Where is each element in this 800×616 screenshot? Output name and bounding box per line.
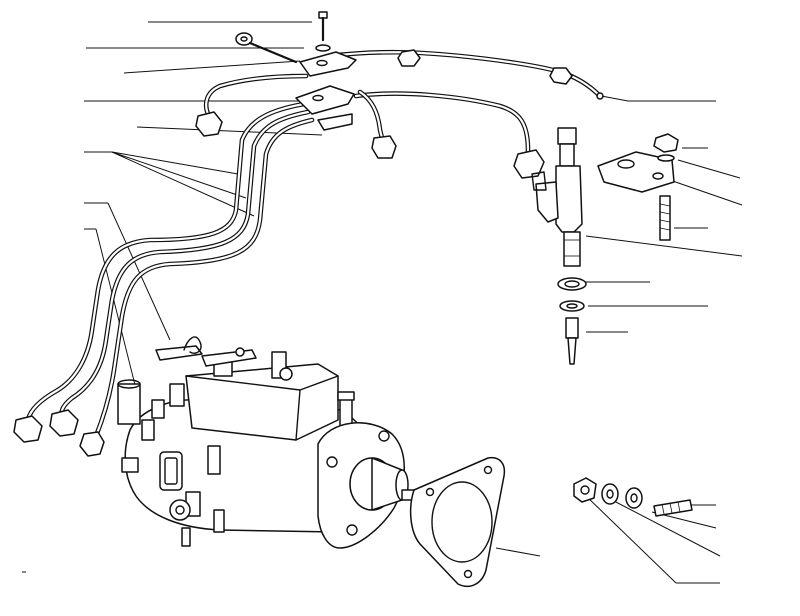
pump-head [185, 363, 339, 441]
callout-leader-5 [136, 126, 323, 136]
clamp-bolt [315, 11, 331, 52]
mounting-hardware [573, 477, 693, 517]
callout-leader-12 [663, 177, 743, 206]
callout-leader-14 [585, 235, 743, 257]
callout-leader-18 [495, 547, 541, 557]
callout-leader-6c [111, 151, 255, 217]
callout-leader-11 [677, 159, 741, 179]
clamp-nut [653, 133, 679, 153]
flange-gasket [409, 456, 506, 588]
callout-leader-3 [123, 60, 301, 74]
flange-nut [573, 477, 597, 503]
clamp-stud [659, 195, 671, 241]
flange-stud [653, 499, 693, 517]
pipe-union-nuts [13, 49, 604, 457]
injector-assembly [531, 127, 587, 365]
injector-seal-washer [557, 277, 587, 291]
injector-body [555, 165, 583, 233]
governor-housing [117, 383, 141, 425]
lower-clamp-plate [295, 85, 355, 115]
plain-washer [625, 487, 643, 509]
callout-leader-6a [111, 151, 239, 175]
clamp-washer [315, 44, 331, 52]
callout-leader-6b [111, 151, 247, 199]
callout-leader-22 [583, 493, 677, 584]
pipe-clamps [295, 51, 357, 131]
spring-washer [601, 483, 619, 505]
banjo-fitting [235, 32, 298, 64]
callout-leader-8a [95, 228, 141, 406]
callout-leaders [84, 21, 743, 584]
stop-lever [155, 345, 203, 361]
callout-leader-7a [107, 202, 171, 341]
clamp-bracket [317, 113, 353, 131]
injection-pump [117, 336, 417, 549]
injector-clamp [597, 133, 679, 241]
upper-clamp-plate [299, 51, 357, 77]
injector-cap-nut [557, 127, 577, 145]
clamp-spring-washer [657, 154, 675, 162]
gasket-bore [431, 481, 493, 563]
injector-pipes [25, 49, 603, 439]
callout-leader-21 [611, 499, 721, 557]
nozzle-washer [559, 300, 585, 312]
injector-nozzle [565, 317, 579, 339]
nozzle-holder [563, 231, 581, 267]
